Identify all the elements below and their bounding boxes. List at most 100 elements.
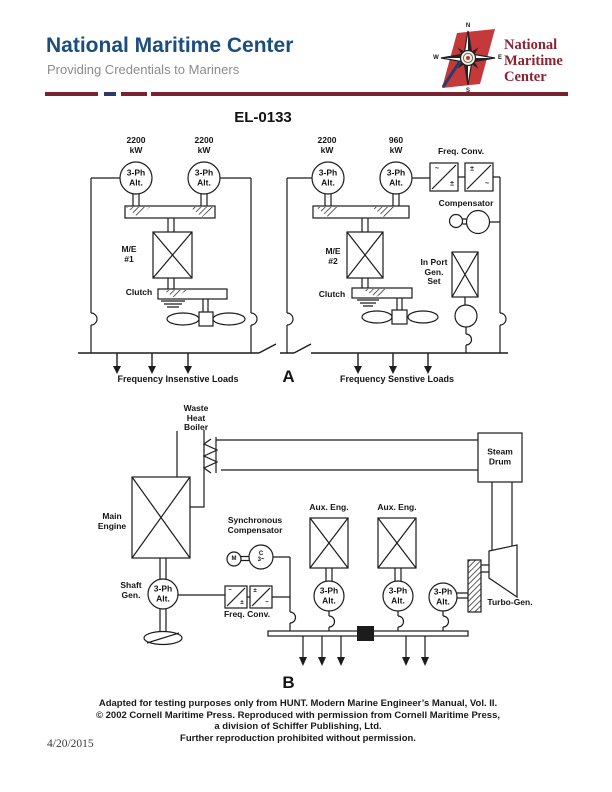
- in-port-generator: [454, 304, 478, 328]
- converter-symbol: ~: [265, 600, 269, 606]
- shaft: [159, 609, 167, 631]
- gear-wedge: [190, 207, 214, 217]
- freq-conv-a: [412, 162, 507, 353]
- prop-shaft: [202, 299, 209, 312]
- converter-symbol: ±: [240, 600, 244, 606]
- rating-label: 960 kW: [388, 135, 404, 155]
- compensator-motor: [448, 213, 464, 229]
- alternator-label: 3-Ph Alt.: [319, 585, 339, 605]
- shaft: [325, 568, 333, 581]
- nmc-logo: [440, 29, 496, 88]
- compass-letter-w: W: [433, 55, 439, 61]
- feeder-right: [220, 177, 252, 353]
- alternator-label: 3-Ph Alt.: [318, 167, 338, 187]
- clutch-label: Clutch: [318, 289, 346, 299]
- steam-duct: [216, 439, 478, 471]
- footer-line-4: Further reproduction prohibited without …: [180, 732, 416, 744]
- sensitive-loads-label: Frequency Senstive Loads: [339, 374, 455, 384]
- gen-coupling: [457, 592, 468, 599]
- steam-drum-label: Steam Drum: [487, 446, 513, 466]
- waste-heat-boiler-label: Waste Heat Boiler: [183, 403, 209, 432]
- arrow-head: [389, 366, 397, 374]
- aux-engine-1: [309, 517, 349, 631]
- page-subtitle: Providing Credentials to Mariners: [47, 62, 240, 77]
- propeller-blade: [407, 310, 439, 324]
- aux-engine-2: [377, 517, 417, 631]
- arrow-head: [184, 366, 192, 374]
- waste-heat-boiler: [176, 430, 478, 508]
- turbo-generator: [428, 544, 518, 631]
- freq-conv-b: [178, 585, 290, 609]
- converter-diagonal: [431, 164, 457, 190]
- shaft: [167, 218, 175, 232]
- shaft-generator: [147, 578, 179, 610]
- synchronous-compensator: [226, 544, 297, 631]
- alt-shafts: [132, 194, 208, 206]
- clutch-wedge: [163, 290, 187, 298]
- header-rule-segment: [121, 92, 147, 96]
- arrow-head: [299, 657, 307, 666]
- converter-symbol: ±: [253, 588, 257, 594]
- breaker: [397, 615, 405, 628]
- aux-engine-label: Aux. Eng.: [377, 502, 417, 512]
- header-rule-blue-dash: [104, 92, 116, 96]
- breaker: [442, 615, 450, 628]
- load-feeders: [302, 636, 426, 658]
- date-stamp: 4/20/2015: [47, 738, 94, 750]
- compensator-machine: [465, 209, 491, 235]
- propeller-hub: [391, 309, 408, 325]
- header-rule-segment: [45, 92, 98, 96]
- steam-drum-box: [477, 432, 523, 483]
- open-switch: [280, 343, 312, 354]
- gear-wedge: [126, 207, 150, 217]
- converter-symbol: ±: [470, 165, 474, 173]
- propeller-hub: [198, 311, 214, 327]
- compensator-c-label: C 3~: [257, 551, 265, 563]
- feeder-left: [90, 177, 120, 353]
- main-engine-1-label: M/E #1: [121, 244, 137, 264]
- logo-wordmark: National Maritime Center: [504, 37, 563, 85]
- arrow-head: [148, 366, 156, 374]
- engine-x: [309, 517, 349, 569]
- turbine: [488, 544, 518, 599]
- in-port-gen-label: In Port Gen. Set: [420, 257, 448, 286]
- propeller-blade: [361, 310, 393, 324]
- shaft: [361, 278, 369, 288]
- compass-letter-s: S: [465, 88, 471, 94]
- breaker: [328, 615, 336, 628]
- diagram-a-label: A: [282, 367, 296, 386]
- clutch-label: Clutch: [125, 287, 153, 297]
- breaker: [286, 312, 294, 326]
- turbo-gen-label: Turbo-Gen.: [487, 597, 533, 607]
- alternator-label: 3-Ph Alt.: [194, 167, 214, 187]
- propeller-blade-line: [146, 632, 180, 644]
- engine-unit-1: [90, 161, 258, 353]
- compass-letter-n: N: [465, 23, 471, 29]
- compass-emblem-inner-ring: [462, 52, 474, 64]
- arrow-head: [113, 366, 121, 374]
- document-code: EL-0133: [234, 109, 292, 126]
- propeller-blade: [212, 312, 246, 326]
- converter-diagonal: [466, 164, 492, 190]
- compensator-label: Compensator: [438, 198, 494, 208]
- motor-label: M: [231, 556, 237, 562]
- aux-engine-label: Aux. Eng.: [309, 502, 349, 512]
- diagram-b: [131, 430, 523, 666]
- alternator-label: 3-Ph Alt.: [386, 167, 406, 187]
- compensator-a: [448, 209, 500, 235]
- diagram-a: [78, 161, 508, 374]
- clutch-plates: [161, 300, 185, 308]
- alternator-label: 3-Ph Alt.: [388, 585, 408, 605]
- compensator-motor: [226, 551, 242, 567]
- breaker: [465, 333, 473, 346]
- arrow-head: [318, 657, 326, 666]
- converter-symbol: ~: [434, 165, 440, 173]
- boiler-coil: [202, 438, 219, 474]
- converter-symbol: ~: [484, 180, 490, 188]
- feeder-left: [286, 177, 312, 353]
- load-feeders: [116, 353, 189, 367]
- engine-x: [346, 231, 384, 279]
- converter-diagonal: [251, 587, 271, 607]
- alt-shafts: [324, 194, 400, 206]
